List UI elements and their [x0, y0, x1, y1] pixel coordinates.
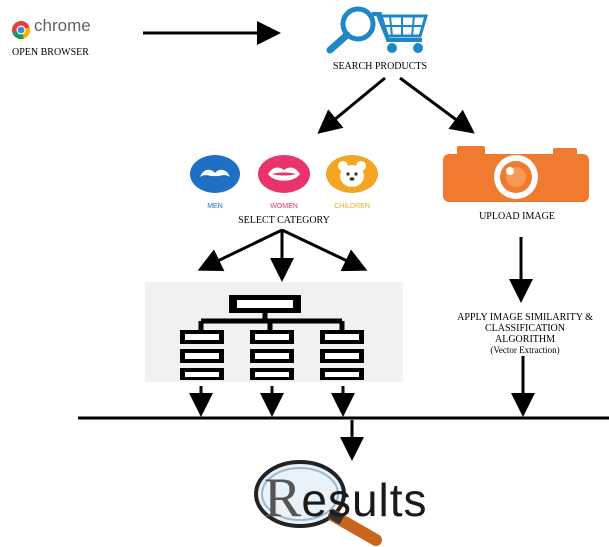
upload-image-label: UPLOAD IMAGE [479, 211, 555, 222]
algorithm-label-line-3: ALGORITHM [495, 334, 555, 345]
search-cart-icon [322, 4, 434, 56]
women-category-icon [258, 155, 310, 193]
chrome-icon [12, 21, 31, 40]
algorithm-label-line-2: CLASSIFICATION [484, 323, 565, 334]
algorithm-label-line-1: APPLY IMAGE SIMILARITY & [457, 312, 593, 323]
select-category-label: SELECT CATEGORY [238, 215, 330, 226]
search-products-label: SEARCH PRODUCTS [332, 61, 428, 72]
open-browser-label: OPEN BROWSER [12, 47, 89, 58]
arrow-search-to-upload [399, 76, 475, 134]
category-label-women: WOMEN [270, 203, 298, 210]
arrow-search-to-category [317, 76, 386, 134]
arrow-category-left [197, 228, 283, 272]
algorithm-label-line-4: (Vector Extraction) [490, 345, 560, 355]
results-magnifier-icon [250, 458, 400, 546]
chrome-logo [11, 20, 31, 40]
category-label-men: MEN [207, 203, 223, 210]
results-title-rest: esults [301, 474, 428, 526]
camera-icon [443, 144, 589, 202]
category-label-children: CHILDREN [334, 203, 370, 210]
results-title: Results [264, 466, 428, 530]
hierarchy-chart-icon [145, 282, 403, 382]
arrow-category-right [281, 228, 368, 272]
chrome-logo-text: chrome [34, 16, 91, 35]
algorithm-label: APPLY IMAGE SIMILARITY & CLASSIFICATION … [440, 312, 609, 356]
children-category-icon [326, 155, 378, 193]
men-category-icon [190, 155, 240, 193]
results-title-first-letter: R [264, 467, 302, 529]
